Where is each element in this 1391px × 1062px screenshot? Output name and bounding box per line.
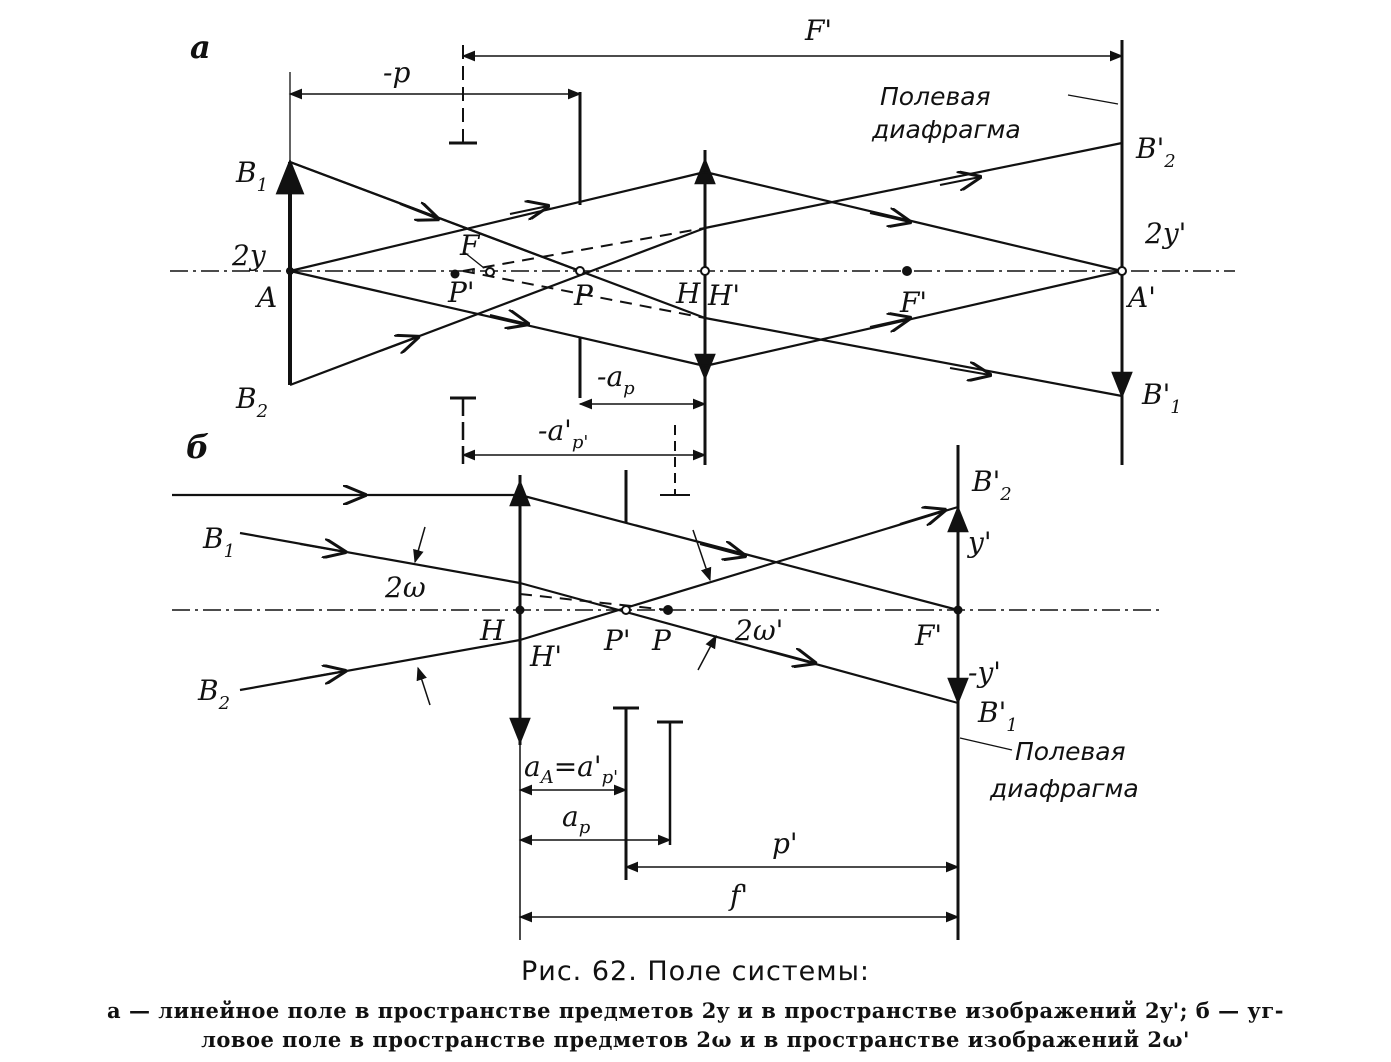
label-f-prime-b: f' — [728, 879, 748, 912]
angle-mark-2omega-top — [413, 526, 426, 564]
ray-arrow — [299, 671, 345, 679]
leader-field-stop-a — [1067, 94, 1119, 105]
ray-parallel-out — [519, 493, 959, 612]
ray-arrow — [899, 510, 945, 524]
ray-b1-in — [239, 531, 521, 585]
angle-mark-2omega-prime-top — [692, 529, 712, 582]
label-B1-prime: B'1 — [1141, 378, 1182, 418]
label-H-prime: H' — [707, 279, 740, 312]
label-field-stop-b-1: Полевая — [1015, 737, 1126, 766]
ray-b-dashed — [519, 593, 669, 611]
panel-b-tag: б — [186, 428, 209, 466]
label-H: H — [675, 277, 701, 310]
ray-dashed-lower — [462, 270, 706, 319]
ray-b2-chief — [289, 226, 706, 387]
label-field-stop-b-2: диафрагма — [989, 774, 1139, 803]
label-F-prime-b: F' — [914, 619, 942, 652]
label-y-prime: y' — [966, 526, 992, 559]
ray-arrow — [379, 337, 418, 351]
ray-axial-upper-out — [704, 170, 1123, 273]
label-2y: 2y — [231, 239, 267, 272]
label-field-stop-a-2: диафрагма — [871, 115, 1021, 144]
point-H-b — [515, 605, 525, 615]
point-P-b — [663, 605, 673, 615]
point-A-prime — [1117, 266, 1127, 276]
leader-F — [463, 251, 485, 269]
label-B2-prime: B'2 — [1135, 132, 1176, 172]
label-P: P — [573, 279, 594, 312]
point-H — [700, 266, 710, 276]
ray-b2-out — [519, 505, 959, 642]
ray-arrow — [769, 651, 815, 663]
label-P-prime-b: P' — [603, 624, 631, 657]
ray-axial-lower — [289, 269, 706, 368]
ray-arrow — [299, 544, 345, 552]
angle-mark-2omega-prime-bottom — [697, 634, 717, 671]
label-F-prime-top: F' — [804, 14, 832, 47]
label-B1: B1 — [235, 156, 268, 196]
point-F — [485, 267, 495, 277]
ray-arrow — [509, 206, 548, 214]
ray-dashed-upper — [462, 227, 706, 272]
label-B1-b: B1 — [202, 522, 235, 562]
ray-b1-out — [519, 581, 959, 705]
ray-arrow — [399, 204, 438, 219]
label-minus-y-prime: -y' — [968, 656, 1001, 689]
leader-field-stop-b — [959, 737, 1013, 751]
ray-arrow — [699, 544, 745, 556]
ray-arrow — [869, 318, 910, 327]
label-A: A — [254, 281, 277, 314]
point-P-prime — [450, 269, 460, 279]
point-P-prime-b — [621, 605, 631, 615]
label-field-stop-a-1: Полевая — [880, 82, 991, 111]
ray-axial-upper — [289, 170, 706, 273]
label-a-p-b: ap — [562, 800, 591, 838]
label-B2: B2 — [235, 382, 268, 422]
label-minus-a-p: -ap — [597, 360, 635, 399]
label-H-prime-b: H' — [529, 640, 562, 673]
label-minus-p: -p — [383, 56, 410, 89]
label-B2-b: B2 — [197, 674, 230, 714]
ray-b1-chief-out — [704, 316, 1123, 398]
ray-b2-in — [239, 638, 521, 692]
figure-caption-title: Рис. 62. Поле системы: — [521, 956, 870, 987]
label-P-prime: P' — [447, 276, 475, 309]
label-A-prime: A' — [1125, 281, 1156, 314]
label-2y-prime: 2y' — [1144, 217, 1186, 250]
panel-a-tag: a — [190, 28, 211, 66]
panel-b: б — [172, 428, 1160, 940]
point-P — [575, 266, 585, 276]
label-F-prime-axis: F' — [899, 286, 927, 319]
point-F-prime-b — [953, 605, 963, 615]
label-a-A-eq: aA=a'p' — [524, 750, 618, 788]
figure-caption-line-2: ловое поле в пространстве предметов 2ω и… — [201, 1027, 1190, 1052]
optical-field-diagram: a — [170, 14, 1235, 940]
point-F-prime — [902, 266, 912, 276]
label-p-prime-b: p' — [772, 827, 798, 860]
label-H-b: H — [479, 614, 505, 647]
label-2omega-prime: 2ω' — [734, 614, 783, 647]
ray-arrow — [949, 368, 990, 375]
ray-arrow — [489, 315, 528, 324]
ray-arrow — [869, 213, 910, 222]
label-B1-prime-b: B'1 — [977, 696, 1018, 736]
label-F: F — [459, 229, 481, 262]
point-A — [286, 267, 294, 275]
ray-b2-chief-out — [704, 141, 1123, 230]
label-2omega: 2ω — [384, 571, 426, 604]
ray-b1-upper — [289, 160, 581, 273]
panel-a: a — [170, 14, 1235, 496]
figure-caption-line-1: а — линейное поле в пространстве предмет… — [107, 998, 1284, 1023]
label-minus-a-prime-p-prime: -a'p' — [538, 414, 588, 453]
label-P-b: P — [651, 624, 672, 657]
angle-mark-2omega-bottom — [416, 666, 431, 706]
ray-arrow — [939, 177, 980, 185]
label-B2-prime-b: B'2 — [971, 465, 1012, 505]
